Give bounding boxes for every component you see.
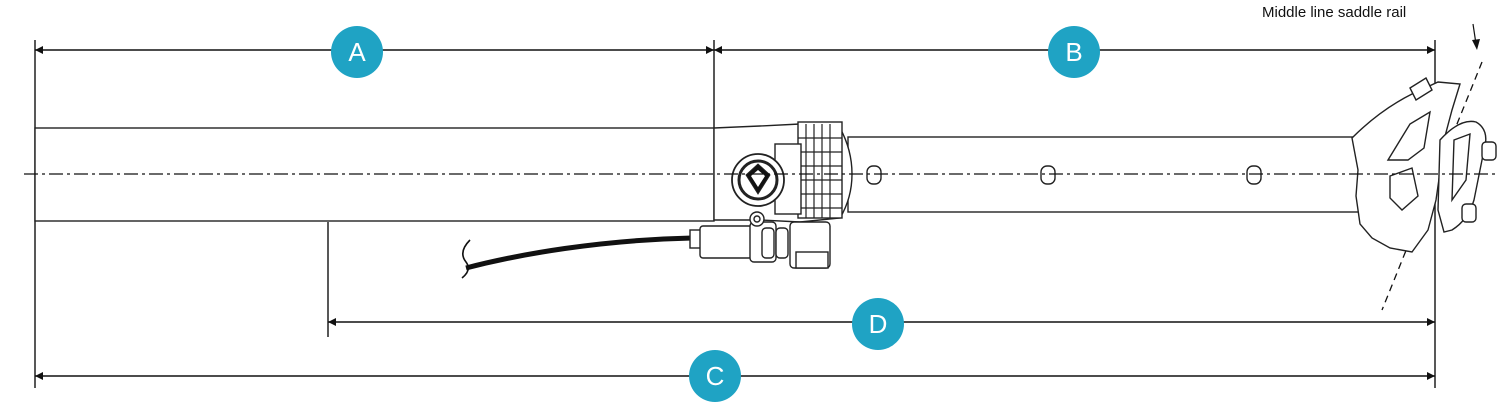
saddle-rail-label: Middle line saddle rail (1262, 4, 1407, 21)
remote-cable (461, 235, 693, 279)
collar-logo-icon (731, 153, 785, 207)
dimension-b-badge: B (1048, 26, 1100, 78)
dimension-d-badge: D (852, 298, 904, 350)
saddle-clamp-head (1351, 76, 1497, 253)
dimension-a-badge: A (331, 26, 383, 78)
stanchion-holes (866, 165, 1262, 185)
cable-actuator (689, 211, 831, 269)
dimension-c-badge: C (689, 350, 741, 402)
